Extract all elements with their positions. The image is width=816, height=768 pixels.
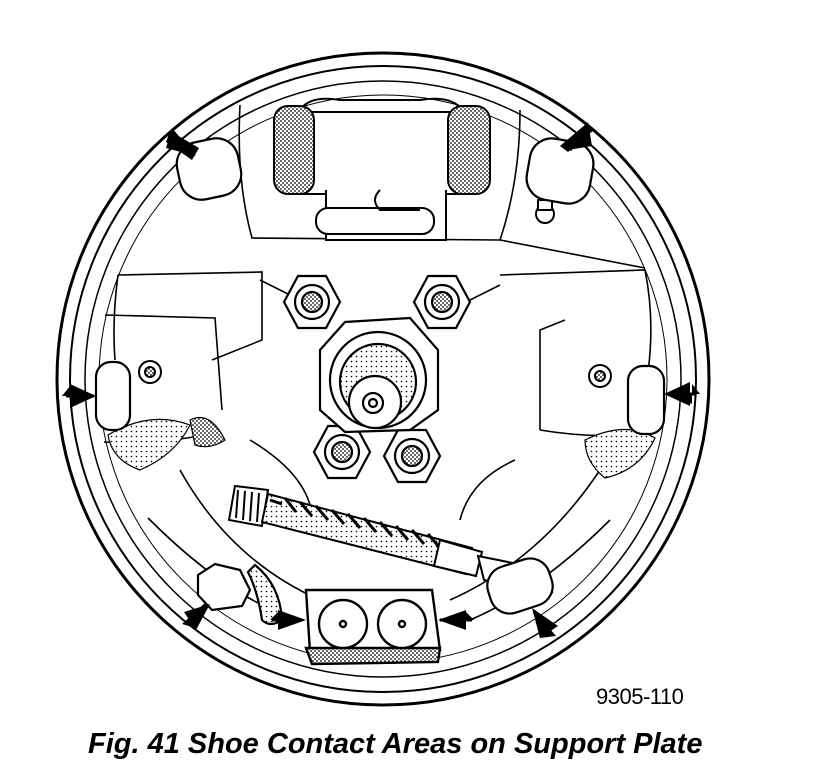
shadow-pads	[107, 416, 656, 479]
arrow-shafts	[66, 125, 696, 635]
lower-right-contact-pad	[486, 557, 554, 615]
bleeder-screw	[535, 199, 555, 224]
arrow-lower-left-head	[184, 604, 210, 630]
mounting-nuts	[282, 274, 472, 484]
wheel-cylinder	[273, 97, 491, 241]
axle-hub	[318, 316, 440, 434]
lower-left-contact-pads	[196, 562, 284, 626]
hold-down-pins	[138, 360, 612, 388]
figure-caption: Fig. 41 Shoe Contact Areas on Support Pl…	[88, 728, 703, 760]
side-contact-pads	[94, 360, 666, 436]
upper-contact-pads	[175, 137, 595, 205]
figure-reference-number: 9305-110	[596, 684, 684, 709]
anchor-block	[304, 588, 442, 666]
